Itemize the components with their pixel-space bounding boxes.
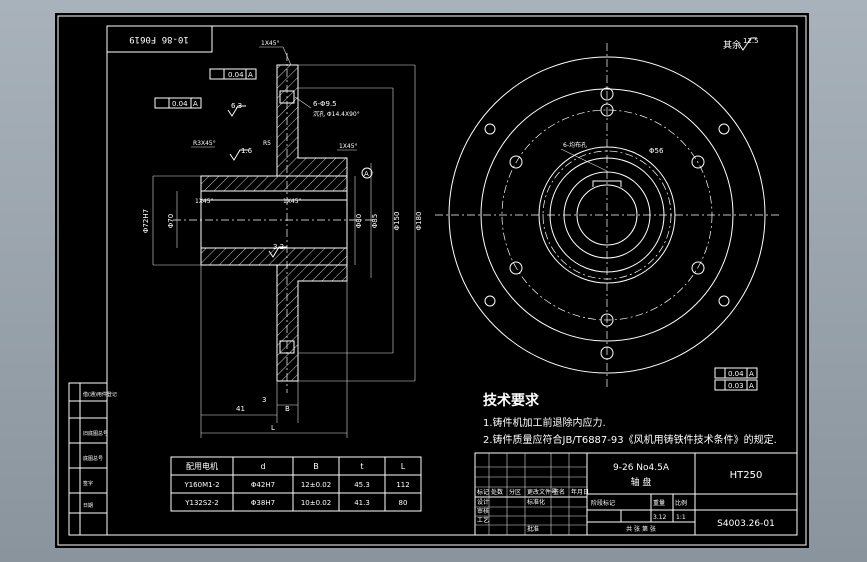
code-stamp-box [106,25,213,53]
tb-craft: 工艺 [477,516,489,524]
chamfer-mid: 1X45° [195,198,214,205]
side-r6: 日期 [83,503,93,509]
holes-note2: 沉孔 Φ14.4X90° [313,110,360,118]
tb-part-no: 9-26 No4.5A [613,463,670,473]
motor-header-0: 配用电机 [186,461,218,471]
tb-mark: 标记 [477,488,489,496]
tb-file: 更改文件号 [527,488,557,496]
title-block: 标记 处数 分区 更改文件号 签名 年月日 设计 标准化 审核 工艺 批准 9-… [474,452,798,536]
tb-approve: 批准 [527,525,539,533]
requirement-1: 1.铸件机加工前退除内应力. [483,416,606,429]
chamfer-top: 1X45° [261,40,280,47]
side-block: 借(通)用件登记 旧底图总号 底图总号 签字 日期 [68,382,117,536]
section-view: Φ72H7 Φ70 Φ80 Φ85 Φ150 Φ180 41 3 B L 0.0… [142,40,423,438]
tb-sheet: 共 张 第 张 [626,525,656,533]
dim-bore: Φ70 [167,214,175,228]
r-label: R5 [263,140,271,147]
side-r4: 底图总号 [83,455,103,462]
dim-3: 3 [262,396,266,404]
motor-table: 配用电机 d B t L Y160M1-2 Φ42H7 12±0.02 45.3… [170,456,422,512]
dim-d1: Φ80 [355,214,363,228]
motor-header-1: d [260,462,265,471]
requirements-heading: 技术要求 [483,392,540,409]
tb-date: 年月日 [571,488,589,496]
motor-cell-1-2: 10±0.02 [301,499,331,507]
code-stamp: 10-86 F0619 [129,34,189,44]
side-r3: 旧底图总号 [83,430,108,437]
side-r5: 签字 [83,480,93,487]
drawing-canvas: 10-86 F0619 其余 12.5 Φ72H7 Φ70 [57,15,807,546]
dim-keyway: Φ72H7 [142,209,150,233]
datum-a: A [364,170,369,178]
dim-41: 41 [236,405,245,413]
tb-std: 标准化 [527,498,545,506]
tol-flat-left: 0.04 [172,100,188,108]
dim-d2: Φ85 [371,214,379,228]
inner-border [106,25,798,536]
motor-cell-1-4: 80 [399,499,408,507]
tb-count: 处数 [491,488,503,496]
holes-note: 6-Φ9.5 [313,100,337,108]
motor-cell-0-1: Φ42H7 [251,481,275,489]
motor-cell-0-3: 45.3 [354,481,370,489]
motor-cell-0-0: Y160M1-2 [183,481,219,489]
tol-right1-datum: A [749,370,754,378]
tb-design: 设计 [477,498,489,506]
tol-right2-datum: A [749,382,754,390]
motor-cell-1-0: Y132S2-2 [184,499,219,507]
roughness-note: 其余 [723,39,741,51]
chamfer-small: 1X45° [283,198,302,205]
tb-stage: 阶段标记 [591,499,615,507]
outer-border [57,15,807,546]
motor-cell-1-1: Φ38H7 [251,499,275,507]
front-view: 6-均布孔 Φ56 0.04 A 0.03 A [435,43,779,391]
dim-d4: Φ180 [415,212,423,231]
motor-cell-0-2: 12±0.02 [301,481,331,489]
tb-material: HT250 [730,470,763,481]
motor-cell-1-3: 41.3 [354,499,370,507]
requirement-2: 2.铸件质量应符合JB/T6887-93《风机用铸铁件技术条件》的规定. [483,433,777,446]
drawing-sheet: 10-86 F0619 其余 12.5 Φ72H7 Φ70 [55,13,809,548]
tb-zone: 分区 [509,488,521,496]
tb-check: 审核 [477,507,489,515]
tb-scale-label: 比例 [675,499,687,507]
motor-header-3: t [360,462,363,471]
tol-right2: 0.03 [728,382,744,390]
dim-l: L [271,424,275,432]
tb-part-name: 轴 盘 [631,476,652,488]
chamfer-r: R3X45° [193,140,216,147]
circle-d: Φ56 [649,147,664,155]
tb-weight: 3.12 [653,514,667,521]
tol-flat-top-datum: A [248,71,253,79]
motor-header-2: B [313,462,319,471]
motor-header-4: L [401,462,406,471]
tb-drawing-no: S4003.26-01 [717,519,775,529]
surface-16: 1.6 [241,147,253,155]
motor-cell-0-4: 112 [396,481,409,489]
dim-d3: Φ150 [393,212,401,231]
tb-sign: 签名 [553,488,565,496]
center-note: 6-均布孔 [563,141,587,149]
tol-flat-left-datum: A [193,100,198,108]
tol-right1: 0.04 [728,370,744,378]
chamfer-right: 1X45° [339,143,358,150]
tb-weight-label: 重量 [653,499,665,507]
tb-scale: 1:1 [676,514,686,521]
roughness-value: 12.5 [743,37,759,45]
side-r1: 借(通)用件登记 [83,391,117,398]
dim-b: B [285,405,290,413]
tol-flat-top: 0.04 [228,71,244,79]
surface-63: 6.3 [231,102,242,110]
